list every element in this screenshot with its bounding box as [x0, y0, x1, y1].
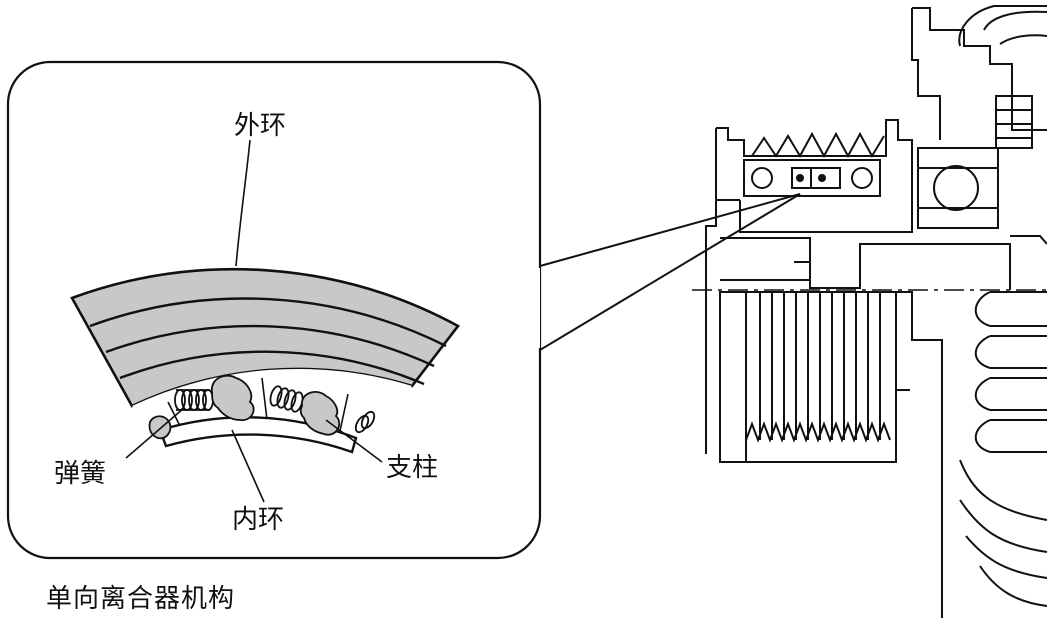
- alternator-section: [692, 5, 1047, 618]
- spring-coil: [269, 385, 304, 413]
- leader-spring: [125, 407, 185, 459]
- bearing-ball: [851, 167, 873, 189]
- bearing-ball: [751, 167, 773, 189]
- outer-ring-groove: [105, 324, 435, 368]
- bearing-ball: [933, 165, 979, 211]
- leader-lines: [125, 139, 383, 503]
- leader-outer-ring: [235, 139, 251, 267]
- outer-ring-groove: [119, 350, 425, 386]
- outer-ring-groove: [89, 297, 447, 348]
- inner-ring: [158, 416, 358, 454]
- leader-strut: [325, 419, 383, 463]
- diagram-caption: 单向离合器机构: [46, 584, 236, 614]
- label-strut: 支柱: [386, 453, 438, 483]
- strut: [211, 374, 255, 421]
- spring-coil: [354, 410, 376, 434]
- label-spring: 弹簧: [54, 459, 106, 489]
- label-inner-ring: 内环: [232, 505, 284, 535]
- leader-inner-ring: [231, 429, 265, 503]
- spring-coil: [174, 389, 214, 411]
- label-outer-ring: 外环: [234, 111, 286, 141]
